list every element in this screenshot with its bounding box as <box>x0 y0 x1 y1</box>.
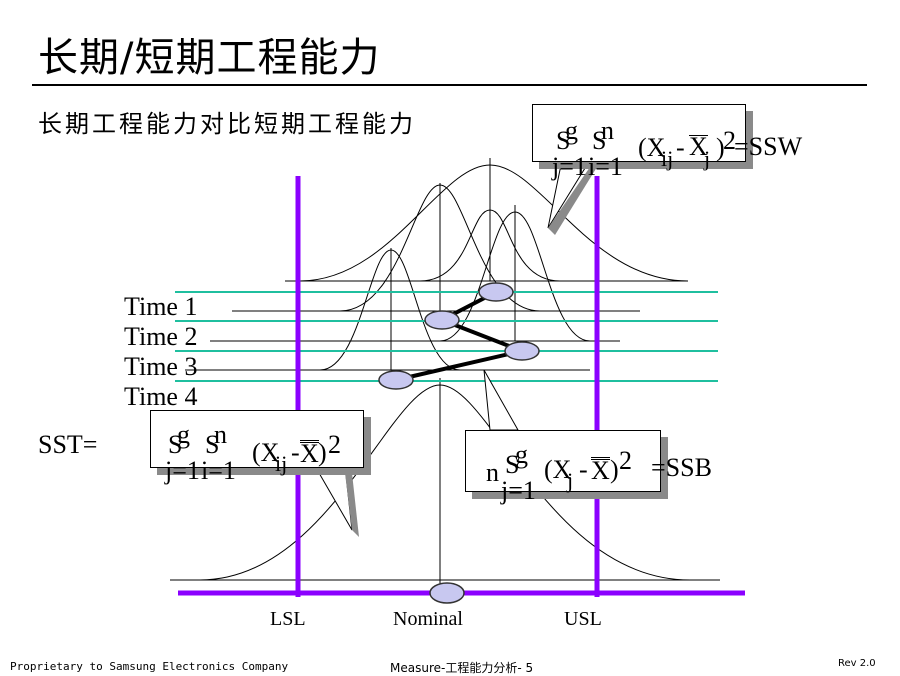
ssb-power: 2 <box>619 446 632 475</box>
ssb-sub-j: j <box>567 468 574 493</box>
ssw-sum2-top: n <box>601 116 614 145</box>
ssb-minus: - <box>579 455 588 484</box>
time-label-3: Time 3 <box>124 352 198 381</box>
ssb-result: =SSB <box>651 453 712 482</box>
sst-sum1-bottom: j=1 <box>165 456 200 485</box>
sst-minus: - <box>291 438 300 467</box>
sst-power: 2 <box>328 430 341 459</box>
sst-sub-ij: ij <box>275 451 288 476</box>
ssb-paren-open: (X <box>544 455 572 484</box>
footer-page-label: Measure-工程能力分析- 5 <box>390 661 534 675</box>
ssw-paren-open: (X <box>638 133 666 162</box>
sst-sum1-top: g <box>177 420 190 449</box>
time-label-2: Time 2 <box>124 322 198 351</box>
ssw-power: 2 <box>723 126 736 155</box>
sst-paren-close: ) <box>318 438 327 467</box>
ssw-sum2-bottom: i=1 <box>588 152 623 181</box>
sst-label: SST= <box>38 430 98 459</box>
title-divider <box>32 84 867 86</box>
ssb-callout-pointer <box>483 369 519 431</box>
ssw-sum1: S <box>556 126 571 155</box>
mean-marker-time1 <box>478 282 514 302</box>
mean-marker-time2 <box>424 310 460 330</box>
ssw-sum2: S <box>592 126 607 155</box>
sst-sum2-top: n <box>214 420 227 449</box>
mean-marker-time3 <box>504 341 540 361</box>
page-title: 长期/短期工程能力 <box>38 35 381 81</box>
sst-sum2-bottom: i=1 <box>201 456 236 485</box>
ssb-xbarbar: X <box>591 456 610 485</box>
ssw-callout <box>532 104 746 162</box>
ssw-paren-close: ) <box>716 133 725 162</box>
lsl-label: LSL <box>270 608 306 630</box>
ssw-minus: - <box>676 133 685 162</box>
page-subtitle: 长期工程能力对比短期工程能力 <box>38 110 416 138</box>
sst-sum1: S <box>168 430 183 459</box>
curve-long-term <box>299 164 689 282</box>
ssw-sub-j: j <box>704 146 711 171</box>
nominal-marker <box>429 582 465 604</box>
time-label-1: Time 1 <box>124 292 198 321</box>
ssb-sum1: S <box>505 450 520 479</box>
footer-revision: Rev 2.0 <box>838 658 876 669</box>
usl-label: USL <box>564 608 602 630</box>
sst-paren-open: (X <box>252 438 280 467</box>
ssb-n: n <box>486 458 499 487</box>
mean-marker-time4 <box>378 370 414 390</box>
ssb-sum1-top: g <box>515 440 528 469</box>
sst-sum2: S <box>205 430 220 459</box>
time-label-4: Time 4 <box>124 382 198 411</box>
sst-callout <box>150 410 364 468</box>
footer-copyright: Proprietary to Samsung Electronics Compa… <box>10 660 289 673</box>
ssw-result: =SSW <box>734 132 803 161</box>
sst-callout-pointer-shadow <box>345 473 359 537</box>
ssb-callout <box>465 430 661 492</box>
ssw-callout-pointer-shadow <box>548 167 597 235</box>
nominal-label: Nominal <box>393 608 463 630</box>
ssw-sub-ij: ij <box>661 146 674 171</box>
ssb-paren-close: ) <box>610 455 619 484</box>
ssb-sum1-bottom: j=1 <box>501 476 536 505</box>
sst-xbarbar: X <box>300 439 319 468</box>
ssw-sum1-top: g <box>565 116 578 145</box>
ssw-sum1-bottom: j=1 <box>552 152 587 181</box>
ssw-xbar: X <box>689 132 708 161</box>
mean-shift-path <box>395 290 529 382</box>
